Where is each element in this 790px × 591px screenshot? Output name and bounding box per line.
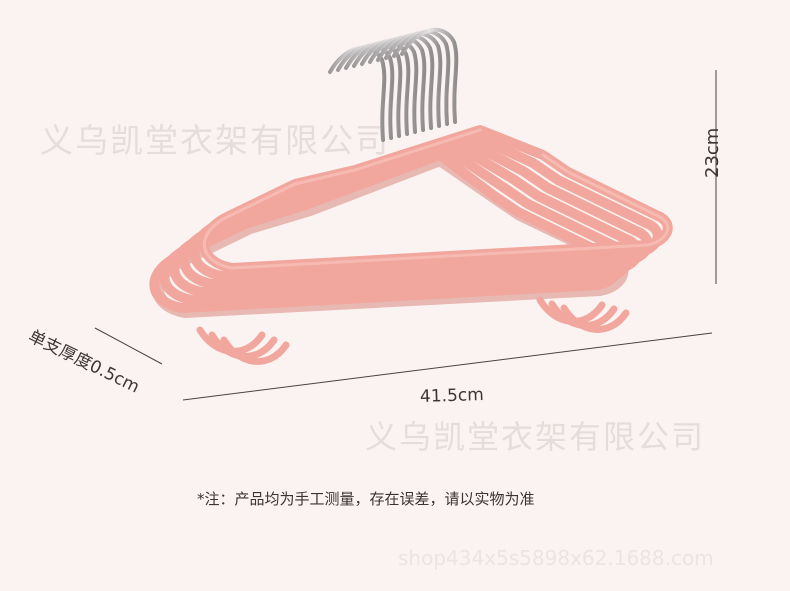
width-dimension-line bbox=[182, 332, 713, 401]
hanger-hooks bbox=[328, 27, 459, 142]
watermark-shop-url: shop434x5s5898x62.1688.com bbox=[398, 546, 714, 570]
width-label: 41.5cm bbox=[419, 385, 485, 407]
watermark-company-mid: 义乌凯堂衣架有限公司 bbox=[365, 418, 706, 456]
dimension-lines bbox=[94, 70, 717, 401]
measurement-note: *注：产品均为手工测量，存在误差，请以实物为准 bbox=[197, 490, 535, 508]
watermark-company-top: 义乌凯堂衣架有限公司 bbox=[40, 121, 390, 160]
height-label: 23cm bbox=[702, 127, 723, 178]
hanger-stack bbox=[149, 125, 673, 318]
hanger-bar-hooks bbox=[196, 296, 630, 365]
thickness-dimension-line bbox=[94, 327, 163, 365]
